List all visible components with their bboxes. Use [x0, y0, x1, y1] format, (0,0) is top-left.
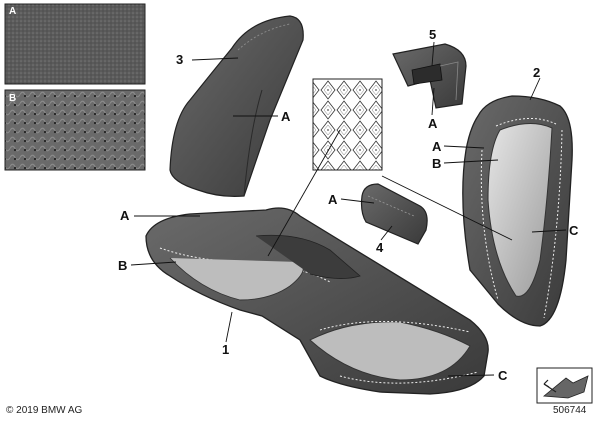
callout-part-1: 1 [222, 342, 230, 357]
leader-lines [130, 41, 567, 377]
callout-part-3: 3 [176, 52, 184, 67]
padding-insert [312, 78, 383, 171]
copyright-text: © 2019 BMW AG [6, 405, 83, 416]
swatch-a-label: A [9, 6, 17, 17]
callout-backrest-b: B [432, 156, 442, 171]
callout-backrest-a: A [432, 139, 442, 154]
swatch-b [4, 89, 146, 171]
diagram-number: 506744 [553, 405, 587, 416]
callout-part-5: 5 [429, 27, 437, 42]
callout-trim-5-a: A [428, 116, 438, 131]
part-3-side-trim [169, 15, 304, 197]
part-5-trim-cover [392, 43, 467, 109]
part-2-backrest [462, 95, 573, 327]
swatch-a [4, 3, 146, 85]
callout-backrest-c: C [569, 223, 579, 238]
direction-indicator [536, 367, 593, 404]
part-1-seat-cushion [145, 207, 489, 395]
callout-cushion-a: A [120, 208, 130, 223]
swatch-b-label: B [9, 93, 17, 104]
callout-cushion-c: C [498, 368, 508, 383]
part-4-side-bolster [360, 183, 428, 245]
callout-cushion-b: B [118, 258, 128, 273]
callout-part-4: 4 [376, 240, 384, 255]
callout-part-2: 2 [533, 65, 541, 80]
callout-bolster-a: A [328, 192, 338, 207]
callout-side-trim-a: A [281, 109, 291, 124]
